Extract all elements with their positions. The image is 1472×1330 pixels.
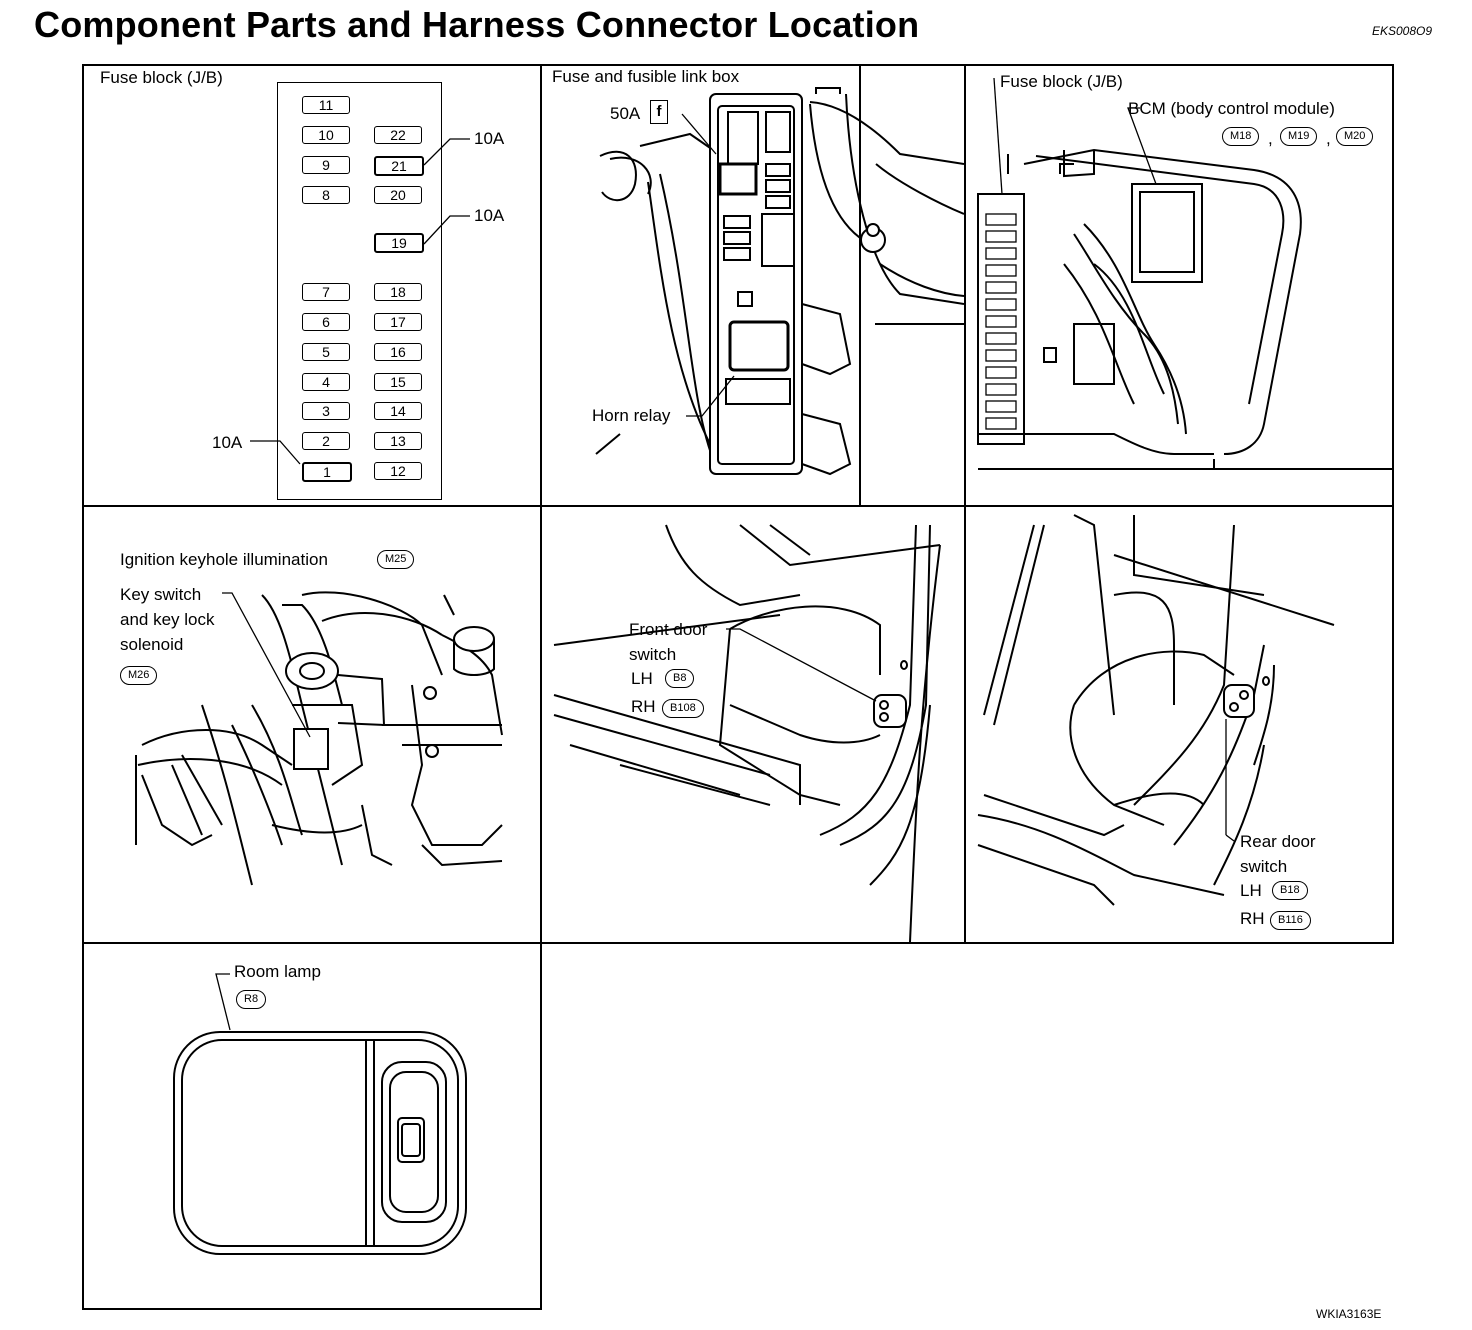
- key-switch-connector-m26: M26: [120, 666, 158, 685]
- bcm-fuse-slot: [985, 213, 1017, 226]
- bcm-fuse-slot: [985, 230, 1017, 243]
- bcm-fuse-slot: [985, 417, 1017, 430]
- fuse-50a-label: 50A: [610, 104, 641, 123]
- fuse-block-outline: [277, 82, 442, 500]
- front-door-label-1: Front door: [629, 620, 708, 639]
- front-door-connector-b108: B108: [662, 699, 704, 718]
- page-title: Component Parts and Harness Connector Lo…: [34, 4, 920, 45]
- document-id: EKS008O9: [1372, 24, 1433, 38]
- bcm-connector-m19: M19: [1280, 127, 1318, 146]
- keyhole-connector-m25: M25: [377, 550, 415, 569]
- fuse-1-amp-label: 10A: [212, 433, 243, 452]
- grid-frame-right: [1392, 64, 1394, 944]
- fuse-block-label: Fuse block (J/B): [100, 68, 223, 87]
- fuse-2: 2: [302, 432, 350, 450]
- key-switch-label-3: solenoid: [120, 635, 184, 654]
- fuse-f-box: f: [650, 100, 668, 124]
- bcm-fuse-slot: [985, 332, 1017, 345]
- room-lamp-illustration: [173, 973, 467, 1255]
- panel-rear-door: Rear door switch LH B18 RH B116: [964, 505, 1392, 942]
- grid-frame-col2: [964, 64, 966, 944]
- fuse-1: 1: [302, 462, 352, 482]
- bcm-fuse-block-label: Fuse block (J/B): [1000, 72, 1123, 91]
- rear-door-lh-label: LH: [1240, 881, 1262, 900]
- fusible-link-box-label: Fuse and fusible link box: [552, 67, 740, 86]
- bcm-fuse-slot: [985, 315, 1017, 328]
- panel-ignition: Ignition keyhole illumination M25 Key sw…: [82, 505, 540, 942]
- fuse-7: 7: [302, 283, 350, 301]
- fusible-link-box-illustration: [595, 64, 964, 505]
- fuse-20: 20: [374, 186, 422, 204]
- fuse-11: 11: [302, 96, 350, 114]
- room-lamp-connector-r8: R8: [236, 990, 267, 1009]
- grid-frame-col1: [540, 64, 542, 1310]
- fuse-13: 13: [374, 432, 422, 450]
- panel-fusible-link-box: Fuse and fusible link box 50A f Horn rel…: [540, 64, 964, 505]
- fuse-leader-lines: [250, 138, 470, 465]
- figure-id: WKIA3163E: [1316, 1307, 1382, 1321]
- fuse-19-amp-label: 10A: [474, 206, 505, 225]
- bcm-fuse-slot: [985, 264, 1017, 277]
- panel-front-door: Front door switch LH B8 RH B108: [540, 505, 964, 942]
- fuse-18: 18: [374, 283, 422, 301]
- bcm-fuse-slot: [985, 281, 1017, 294]
- fuse-9: 9: [302, 156, 350, 174]
- front-door-rh-label: RH: [631, 697, 656, 716]
- fuse-10: 10: [302, 126, 350, 144]
- fuse-21: 21: [374, 156, 424, 176]
- bcm-fuse-slot: [985, 383, 1017, 396]
- horn-relay-label: Horn relay: [592, 406, 671, 425]
- bcm-separator-2: ,: [1326, 129, 1331, 148]
- grid-frame-left: [82, 64, 84, 1310]
- fuse-16: 16: [374, 343, 422, 361]
- front-door-label-2: switch: [629, 645, 677, 664]
- key-switch-label-1: Key switch: [120, 585, 202, 604]
- grid-frame-bottom: [82, 1308, 542, 1310]
- fuse-19: 19: [374, 233, 424, 253]
- room-lamp-label: Room lamp: [234, 962, 321, 981]
- bcm-connector-m20: M20: [1336, 127, 1374, 146]
- rear-door-label-2: switch: [1240, 857, 1288, 876]
- rear-door-rh-label: RH: [1240, 909, 1265, 928]
- fuse-14: 14: [374, 402, 422, 420]
- bcm-fuse-slot: [985, 366, 1017, 379]
- bcm-connector-m18: M18: [1222, 127, 1260, 146]
- fuse-6: 6: [302, 313, 350, 331]
- fuse-17: 17: [374, 313, 422, 331]
- panel-bcm: Fuse block (J/B) BCM (body control modul…: [964, 64, 1392, 505]
- bcm-fuse-slot: [985, 298, 1017, 311]
- bcm-fuse-slot: [985, 349, 1017, 362]
- front-door-connector-b8: B8: [665, 669, 695, 688]
- fuse-3: 3: [302, 402, 350, 420]
- panel-room-lamp: Room lamp R8: [82, 942, 540, 1308]
- ignition-illustration: [135, 591, 503, 886]
- bcm-illustration: [977, 77, 1392, 470]
- key-switch-label-2: and key lock: [120, 610, 215, 629]
- bcm-fuse-slot: [985, 400, 1017, 413]
- fuse-4: 4: [302, 373, 350, 391]
- fuse-15: 15: [374, 373, 422, 391]
- bcm-separator-1: ,: [1268, 129, 1273, 148]
- rear-door-connector-b18: B18: [1272, 881, 1308, 900]
- rear-door-illustration: [977, 514, 1335, 906]
- keyhole-illumination-label: Ignition keyhole illumination: [120, 550, 328, 569]
- bcm-label: BCM (body control module): [1128, 99, 1335, 118]
- rear-door-label-1: Rear door: [1240, 832, 1316, 851]
- fuse-21-amp-label: 10A: [474, 129, 505, 148]
- fuse-5: 5: [302, 343, 350, 361]
- fuse-12: 12: [374, 462, 422, 480]
- fuse-8: 8: [302, 186, 350, 204]
- rear-door-connector-b116: B116: [1270, 911, 1311, 930]
- fuse-22: 22: [374, 126, 422, 144]
- bcm-fuse-slot: [985, 247, 1017, 260]
- front-door-illustration: [553, 524, 941, 942]
- front-door-lh-label: LH: [631, 669, 653, 688]
